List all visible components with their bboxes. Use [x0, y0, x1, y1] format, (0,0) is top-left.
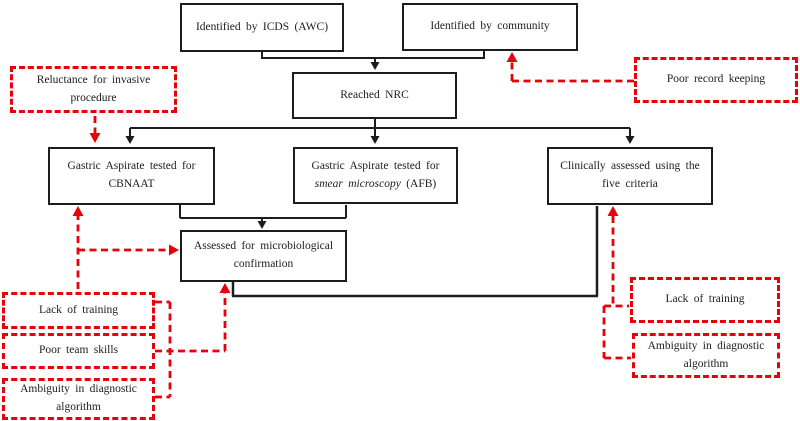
- dashed-left-trunk: [76, 216, 168, 289]
- node-identified-community: Identified by community: [402, 3, 578, 51]
- node-label: Assessed for microbiological confirmatio…: [193, 240, 334, 270]
- red-arrowhead-down-cbnaat: [89, 133, 101, 143]
- node-gastric-cbnaat: Gastric Aspirate tested for CBNAAT: [48, 147, 215, 205]
- arrowhead-into-clinical: [625, 136, 635, 144]
- smear-label-italic: smear microscopy: [314, 177, 401, 190]
- node-label: Reached NRC: [340, 88, 409, 101]
- node-label: Gastric Aspirate tested for CBNAAT: [67, 160, 196, 190]
- connector-nrc-fanout: [129, 119, 631, 136]
- barrier-ambiguity-diagnostic-right: Ambiguity in diagnostic algorithm: [632, 333, 780, 378]
- red-arrowhead-up-community: [506, 52, 518, 62]
- barrier-poor-record-keeping: Poor record keeping: [634, 57, 798, 103]
- dashed-team-to-assessed: [155, 293, 227, 353]
- dashed-right-trunk: [602, 216, 631, 360]
- node-label: Identified by community: [430, 20, 550, 33]
- barrier-label: Ambiguity in diagnostic algorithm: [20, 383, 137, 413]
- black-connectors: [125, 51, 635, 298]
- red-arrowhead-right-assessed: [169, 244, 179, 256]
- smear-label-prefix: Gastric Aspirate tested for: [311, 159, 440, 172]
- red-arrowhead-up-clinical-bottom: [607, 206, 619, 216]
- barrier-lack-of-training-right: Lack of training: [630, 277, 780, 323]
- barrier-poor-team-skills: Poor team skills: [2, 333, 155, 369]
- barrier-label: Poor team skills: [38, 344, 119, 357]
- node-label: Gastric Aspirate tested for smear micros…: [301, 158, 450, 194]
- barrier-label: Lack of training: [665, 293, 745, 306]
- node-clinical-five-criteria: Clinically assessed using the five crite…: [547, 147, 713, 205]
- dashed-left-bracket: [155, 300, 172, 399]
- node-identified-icds: Identified by ICDS (AWC): [180, 3, 344, 52]
- connector-top-merge: [261, 51, 485, 63]
- barrier-lack-of-training-left: Lack of training: [2, 292, 155, 329]
- node-label: Clinically assessed using the five crite…: [560, 160, 700, 190]
- red-dashed-connectors: [72, 52, 634, 399]
- barrier-label: Reluctance for invasive procedure: [36, 73, 151, 104]
- arrowhead-into-cbnaat: [125, 136, 135, 144]
- smear-label-suffix: (AFB): [406, 177, 437, 190]
- connector-clinical-assessed: [231, 206, 599, 298]
- barrier-label: Lack of training: [38, 303, 119, 316]
- dashed-record-to-community: [510, 62, 634, 83]
- barrier-label: Poor record keeping: [666, 73, 766, 86]
- barrier-reluctance-invasive-procedure: Reluctance for invasive procedure: [10, 66, 177, 113]
- arrowhead-into-assessed: [257, 221, 267, 229]
- barrier-ambiguity-diagnostic-left: Ambiguity in diagnostic algorithm: [2, 378, 155, 420]
- node-gastric-smear-microscopy: Gastric Aspirate tested for smear micros…: [293, 147, 458, 204]
- red-arrowhead-up-assessed-bottom: [219, 283, 231, 293]
- node-assessed-confirmation: Assessed for microbiological confirmatio…: [180, 230, 347, 282]
- arrowhead-into-smear: [370, 136, 380, 144]
- node-reached-nrc: Reached NRC: [292, 72, 457, 119]
- node-label: Identified by ICDS (AWC): [195, 20, 329, 33]
- barrier-label: Ambiguity in diagnostic algorithm: [647, 339, 765, 370]
- connector-tests-merge: [179, 205, 347, 222]
- red-arrowhead-up-cbnaat-bottom: [72, 206, 84, 216]
- arrowhead-into-nrc: [370, 62, 380, 70]
